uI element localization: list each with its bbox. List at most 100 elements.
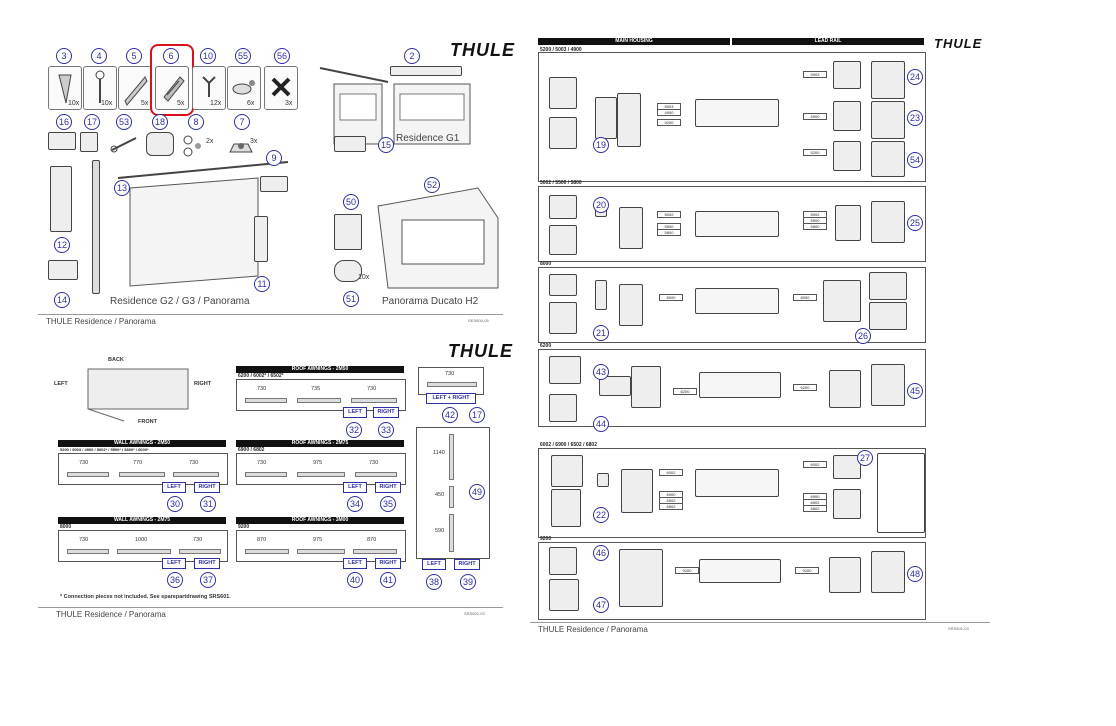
- wall-2m75-dim-2: 1000: [135, 537, 148, 543]
- wall-2m75-left-label: LEFT: [162, 558, 186, 569]
- section-label-4: 6200: [540, 343, 552, 349]
- roof-3m00-box: 870 975 870: [236, 530, 406, 562]
- s2-code-b3: 5800: [803, 223, 827, 230]
- part-5-qty: 5x: [141, 100, 149, 107]
- wall-2m75-header: WALL AWNINGS - 2M75: [58, 517, 226, 524]
- orientation-back: BACK: [108, 357, 124, 363]
- highlight-part-6: [150, 44, 194, 116]
- part-51-image: [334, 260, 362, 282]
- part-callout-6: 6: [163, 48, 179, 64]
- part-56-qty: 3x: [285, 100, 293, 107]
- s5-code-a1: 6002: [659, 469, 683, 476]
- roof-2m50-dim-3: 730: [367, 386, 377, 392]
- panorama-ducato-drawing: [377, 187, 499, 289]
- part-16-image: [48, 132, 76, 150]
- wall-2m50-box: 730 770 730: [58, 453, 228, 485]
- part-callout-50: 50: [343, 194, 359, 210]
- s1-code-b2: 4900: [803, 113, 827, 120]
- part-callout-49: 49: [469, 484, 485, 500]
- wall-2m50-dim-2: 770: [133, 460, 143, 466]
- s3-code-a1: 8000: [659, 294, 683, 301]
- col-lead-rail: LEAD RAIL: [732, 38, 924, 45]
- vertical-dim-3: 590: [435, 528, 445, 534]
- part-callout-22: 22: [593, 507, 609, 523]
- part-callout-36: 36: [167, 572, 183, 588]
- s2-code-a3: 5800: [657, 229, 681, 236]
- part-9-image: [260, 176, 288, 192]
- part-callout-3: 3: [56, 48, 72, 64]
- s5-code-a4: 6802: [659, 503, 683, 510]
- part-6-qty: 5x: [177, 100, 185, 107]
- part-callout-47: 47: [593, 597, 609, 613]
- roof-3m00-models: 9200: [238, 524, 250, 530]
- footer-code: SRS601-03: [948, 626, 969, 631]
- part-callout-25: 25: [907, 215, 923, 231]
- part-6-box: [155, 66, 189, 110]
- part-55-qty: 6x: [247, 100, 255, 107]
- part-5-box: [118, 66, 152, 110]
- part-callout-17b: 17: [469, 407, 485, 423]
- part-callout-9: 9: [266, 150, 282, 166]
- s1-code-b3: 5200: [803, 149, 827, 156]
- footer-title: THULE Residence / Panorama: [46, 317, 156, 326]
- part-callout-7: 7: [234, 114, 250, 130]
- section-label-3: 8000: [540, 261, 552, 267]
- section-4: 6200 6200: [538, 349, 926, 427]
- part-3-box: [48, 66, 82, 110]
- part-56-box: [264, 66, 298, 110]
- part-callout-35: 35: [380, 496, 396, 512]
- roof-2m50-box: 730 735 730: [236, 379, 406, 411]
- part-callout-38: 38: [426, 574, 442, 590]
- part-callout-43: 43: [593, 364, 609, 380]
- vertical-dim-2: 450: [435, 492, 445, 498]
- section-label-1: 5200 / 5003 / 4900: [540, 47, 582, 53]
- s1-code-a2: 4900: [657, 109, 681, 116]
- part-callout-51: 51: [343, 291, 359, 307]
- part-2-image: [390, 66, 462, 76]
- part-8-qty: 2x: [206, 138, 214, 145]
- roof-2m75-right-label: RIGHT: [375, 482, 401, 493]
- part-callout-56: 56: [274, 48, 290, 64]
- section-label-5: 6002 / 6900 / 6502 / 6802: [540, 442, 597, 448]
- roof-3m00-left-label: LEFT: [343, 558, 367, 569]
- roof-2m75-models: 6900 / 6802: [238, 447, 265, 453]
- part-callout-41: 41: [380, 572, 396, 588]
- part-10-qty: 12x: [210, 100, 222, 107]
- part-callout-13: 13: [114, 180, 130, 196]
- part-50-image: [334, 214, 362, 250]
- part-callout-52: 52: [424, 177, 440, 193]
- footer-rule: [38, 607, 503, 608]
- part-callout-12: 12: [54, 237, 70, 253]
- s4-code-a1: 6200: [673, 388, 697, 395]
- thule-logo: THULE: [450, 40, 515, 60]
- orientation-left: LEFT: [54, 381, 68, 387]
- awning-orientation-drawing: [87, 368, 189, 422]
- part-51-qty: 10x: [358, 274, 370, 281]
- part-callout-17: 17: [84, 114, 100, 130]
- s6-code-b1: 9200: [795, 567, 819, 574]
- wall-2m50-header: WALL AWNINGS - 2M50: [58, 440, 226, 447]
- part-callout-11: 11: [254, 276, 270, 292]
- part-17-image: [80, 132, 98, 152]
- part-callout-34: 34: [347, 496, 363, 512]
- wall-2m50-right-label: RIGHT: [194, 482, 220, 493]
- part-callout-48: 48: [907, 566, 923, 582]
- part-18-image: [146, 132, 174, 156]
- housing-lead-rail-sheet: THULE MAIN HOUSING LEAD RAIL 5200 / 5003…: [530, 30, 990, 640]
- part-callout-45: 45: [907, 383, 923, 399]
- part-callout-27: 27: [857, 450, 873, 466]
- side-pole: [92, 160, 100, 294]
- part-callout-5: 5: [126, 48, 142, 64]
- vertical-rail-box: 1140 450 590: [416, 427, 490, 559]
- part-callout-33: 33: [378, 422, 394, 438]
- roof-2m75-left-label: LEFT: [343, 482, 367, 493]
- part-callout-10: 10: [200, 48, 216, 64]
- roof-3m00-header: ROOF AWNINGS - 3M00: [236, 517, 404, 524]
- part-callout-40: 40: [347, 572, 363, 588]
- caption-residence-g1: Residence G1: [396, 133, 460, 144]
- wall-2m50-dim-1: 730: [79, 460, 89, 466]
- left-right-label: LEFT + RIGHT: [426, 393, 476, 404]
- wall-2m75-box: 730 1000 730: [58, 530, 228, 562]
- residence-g1-drawing: [319, 67, 471, 145]
- roof-2m50-right-label: RIGHT: [373, 407, 399, 418]
